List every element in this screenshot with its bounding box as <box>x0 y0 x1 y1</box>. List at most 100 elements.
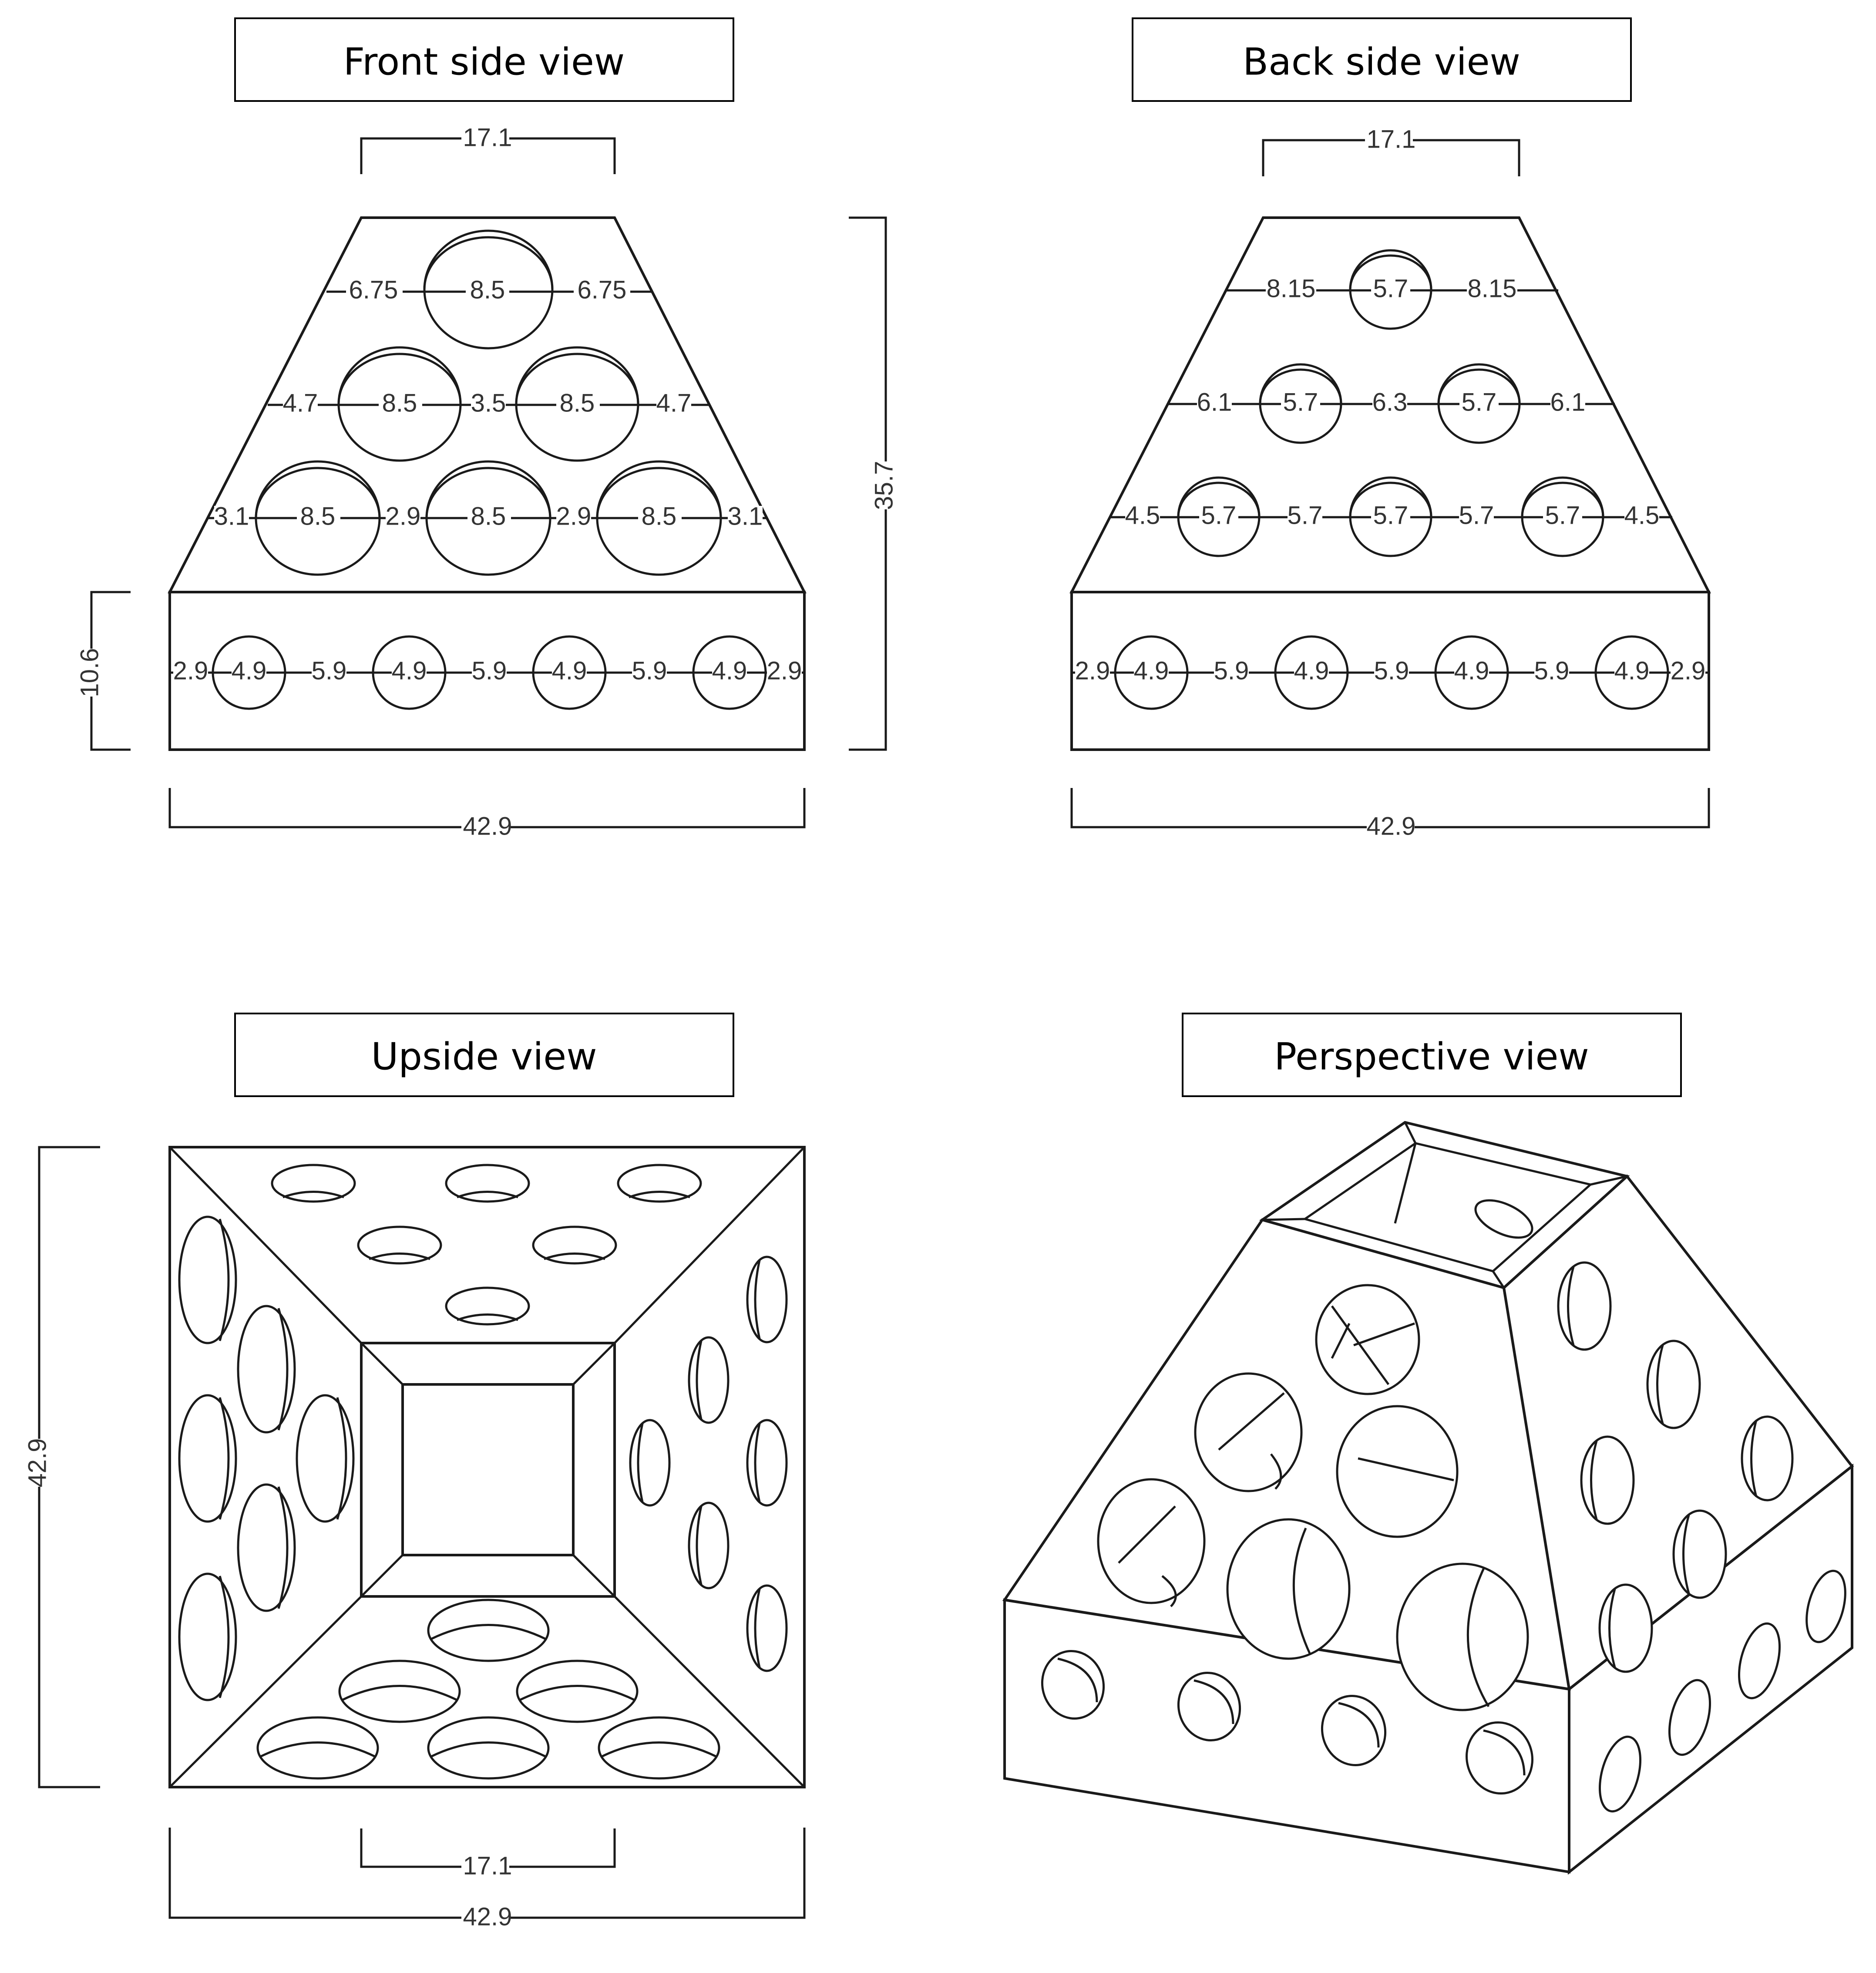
front-base-height-dim: 10.6 <box>75 591 131 751</box>
upside-inner-dim: 17.1 <box>360 1828 616 1880</box>
svg-text:4.9: 4.9 <box>1614 657 1650 685</box>
svg-text:17.1: 17.1 <box>463 1852 512 1880</box>
perspective-front-holes <box>1097 1284 1529 1711</box>
svg-text:8.15: 8.15 <box>1267 274 1316 303</box>
svg-text:2.9: 2.9 <box>767 657 802 685</box>
svg-text:5.7: 5.7 <box>1283 388 1318 416</box>
front-top-width-dim: 17.1 <box>360 123 616 174</box>
svg-text:2.9: 2.9 <box>1075 657 1110 685</box>
svg-text:5.7: 5.7 <box>1373 274 1409 303</box>
back-row3-labels: 4.5 5.7 5.7 5.7 5.7 5.7 4.5 <box>1125 501 1660 529</box>
svg-text:8.15: 8.15 <box>1468 274 1517 303</box>
perspective-title: Perspective view <box>1182 1013 1682 1097</box>
svg-text:5.7: 5.7 <box>1201 501 1237 529</box>
svg-text:5.9: 5.9 <box>1214 657 1249 685</box>
front-title: Front side view <box>234 17 734 102</box>
upside-top-opening <box>401 1383 575 1556</box>
front-row2-labels: 4.7 8.5 3.5 8.5 4.7 <box>283 389 692 417</box>
svg-text:5.9: 5.9 <box>1374 657 1409 685</box>
upside-top-holes <box>271 1164 702 1326</box>
svg-text:4.7: 4.7 <box>656 389 692 417</box>
svg-text:42.9: 42.9 <box>1367 812 1416 840</box>
svg-text:8.5: 8.5 <box>300 502 336 530</box>
front-base-outline <box>168 591 806 751</box>
svg-text:42.9: 42.9 <box>463 812 512 840</box>
svg-text:Back side view: Back side view <box>1243 40 1520 84</box>
front-base-holes <box>170 635 804 710</box>
svg-text:42.9: 42.9 <box>23 1438 51 1488</box>
front-view: 17.1 <box>75 123 898 840</box>
back-top-width-dim: 17.1 <box>1262 125 1520 176</box>
svg-text:4.9: 4.9 <box>1454 657 1489 685</box>
svg-text:6.3: 6.3 <box>1372 388 1408 416</box>
svg-text:35.7: 35.7 <box>870 461 898 510</box>
svg-text:17.1: 17.1 <box>463 123 512 152</box>
svg-text:Perspective view: Perspective view <box>1274 1035 1589 1078</box>
perspective-base-front-holes <box>1041 1650 1533 1795</box>
svg-text:5.9: 5.9 <box>1534 657 1570 685</box>
front-row3-labels: 3.1 8.5 2.9 8.5 2.9 8.5 3.1 <box>214 502 763 530</box>
upside-right-holes <box>629 1256 788 1672</box>
svg-text:4.9: 4.9 <box>1134 657 1169 685</box>
front-base-width-dim: 42.9 <box>168 788 806 840</box>
svg-text:4.9: 4.9 <box>1294 657 1329 685</box>
svg-text:17.1: 17.1 <box>1367 125 1416 153</box>
upside-left-holes <box>178 1215 355 1701</box>
upside-view: 42.9 17.1 42.9 <box>23 1146 806 1931</box>
svg-text:5.7: 5.7 <box>1459 501 1494 529</box>
perspective-right-holes <box>1557 1261 1794 1673</box>
front-row1-labels: 6.75 8.5 6.75 <box>346 276 630 304</box>
svg-text:2.9: 2.9 <box>1671 657 1706 685</box>
svg-text:6.1: 6.1 <box>1197 388 1232 416</box>
svg-text:2.9: 2.9 <box>556 502 592 530</box>
svg-text:5.9: 5.9 <box>312 657 347 685</box>
svg-text:3.5: 3.5 <box>471 389 506 417</box>
svg-text:5.7: 5.7 <box>1288 501 1323 529</box>
front-total-height-dim: 35.7 <box>849 216 898 751</box>
svg-text:4.5: 4.5 <box>1125 501 1160 529</box>
svg-text:4.9: 4.9 <box>392 657 427 685</box>
perspective-view <box>1002 1121 1854 1875</box>
perspective-right-face <box>1502 1174 1854 1692</box>
upside-title: Upside view <box>234 1013 734 1097</box>
svg-text:6.1: 6.1 <box>1550 388 1586 416</box>
svg-text:3.1: 3.1 <box>728 502 763 530</box>
back-base-outline <box>1070 591 1710 751</box>
svg-text:Upside view: Upside view <box>371 1035 597 1078</box>
svg-text:4.9: 4.9 <box>552 657 587 685</box>
front-row2-holes <box>268 346 709 462</box>
back-base-labels: 2.9 4.9 5.9 4.9 5.9 4.9 5.9 4.9 2.9 <box>1075 657 1706 685</box>
svg-text:5.7: 5.7 <box>1462 388 1497 416</box>
perspective-base-right <box>1568 1463 1853 1875</box>
svg-text:5.9: 5.9 <box>472 657 507 685</box>
svg-text:5.7: 5.7 <box>1545 501 1580 529</box>
svg-text:8.5: 8.5 <box>471 502 506 530</box>
front-base-labels: 2.9 4.9 5.9 4.9 5.9 4.9 5.9 4.9 2.9 <box>173 657 802 685</box>
svg-text:2.9: 2.9 <box>386 502 421 530</box>
svg-text:3.1: 3.1 <box>214 502 249 530</box>
svg-text:5.9: 5.9 <box>632 657 667 685</box>
svg-text:4.9: 4.9 <box>232 657 267 685</box>
back-base-width-dim: 42.9 <box>1070 788 1710 840</box>
svg-text:6.75: 6.75 <box>349 276 398 304</box>
upside-outer-dim: 42.9 <box>168 1828 806 1931</box>
svg-text:8.5: 8.5 <box>382 389 417 417</box>
svg-text:8.5: 8.5 <box>642 502 677 530</box>
svg-text:2.9: 2.9 <box>173 657 208 685</box>
back-row1-labels: 8.15 5.7 8.15 <box>1266 274 1517 303</box>
svg-text:5.7: 5.7 <box>1373 501 1409 529</box>
perspective-base-right-holes <box>1598 1569 1846 1813</box>
svg-text:8.5: 8.5 <box>560 389 595 417</box>
back-row2-labels: 6.1 5.7 6.3 5.7 6.1 <box>1197 388 1586 416</box>
svg-text:4.9: 4.9 <box>712 657 747 685</box>
svg-text:8.5: 8.5 <box>470 276 505 304</box>
back-view: 17.1 <box>1069 125 1711 840</box>
upside-outer-square <box>168 1146 806 1788</box>
svg-text:10.6: 10.6 <box>75 648 104 697</box>
back-title: Back side view <box>1132 17 1632 102</box>
upside-top-frame <box>360 1342 616 1598</box>
svg-text:4.5: 4.5 <box>1624 501 1660 529</box>
svg-text:6.75: 6.75 <box>578 276 627 304</box>
svg-text:Front side view: Front side view <box>343 40 625 84</box>
